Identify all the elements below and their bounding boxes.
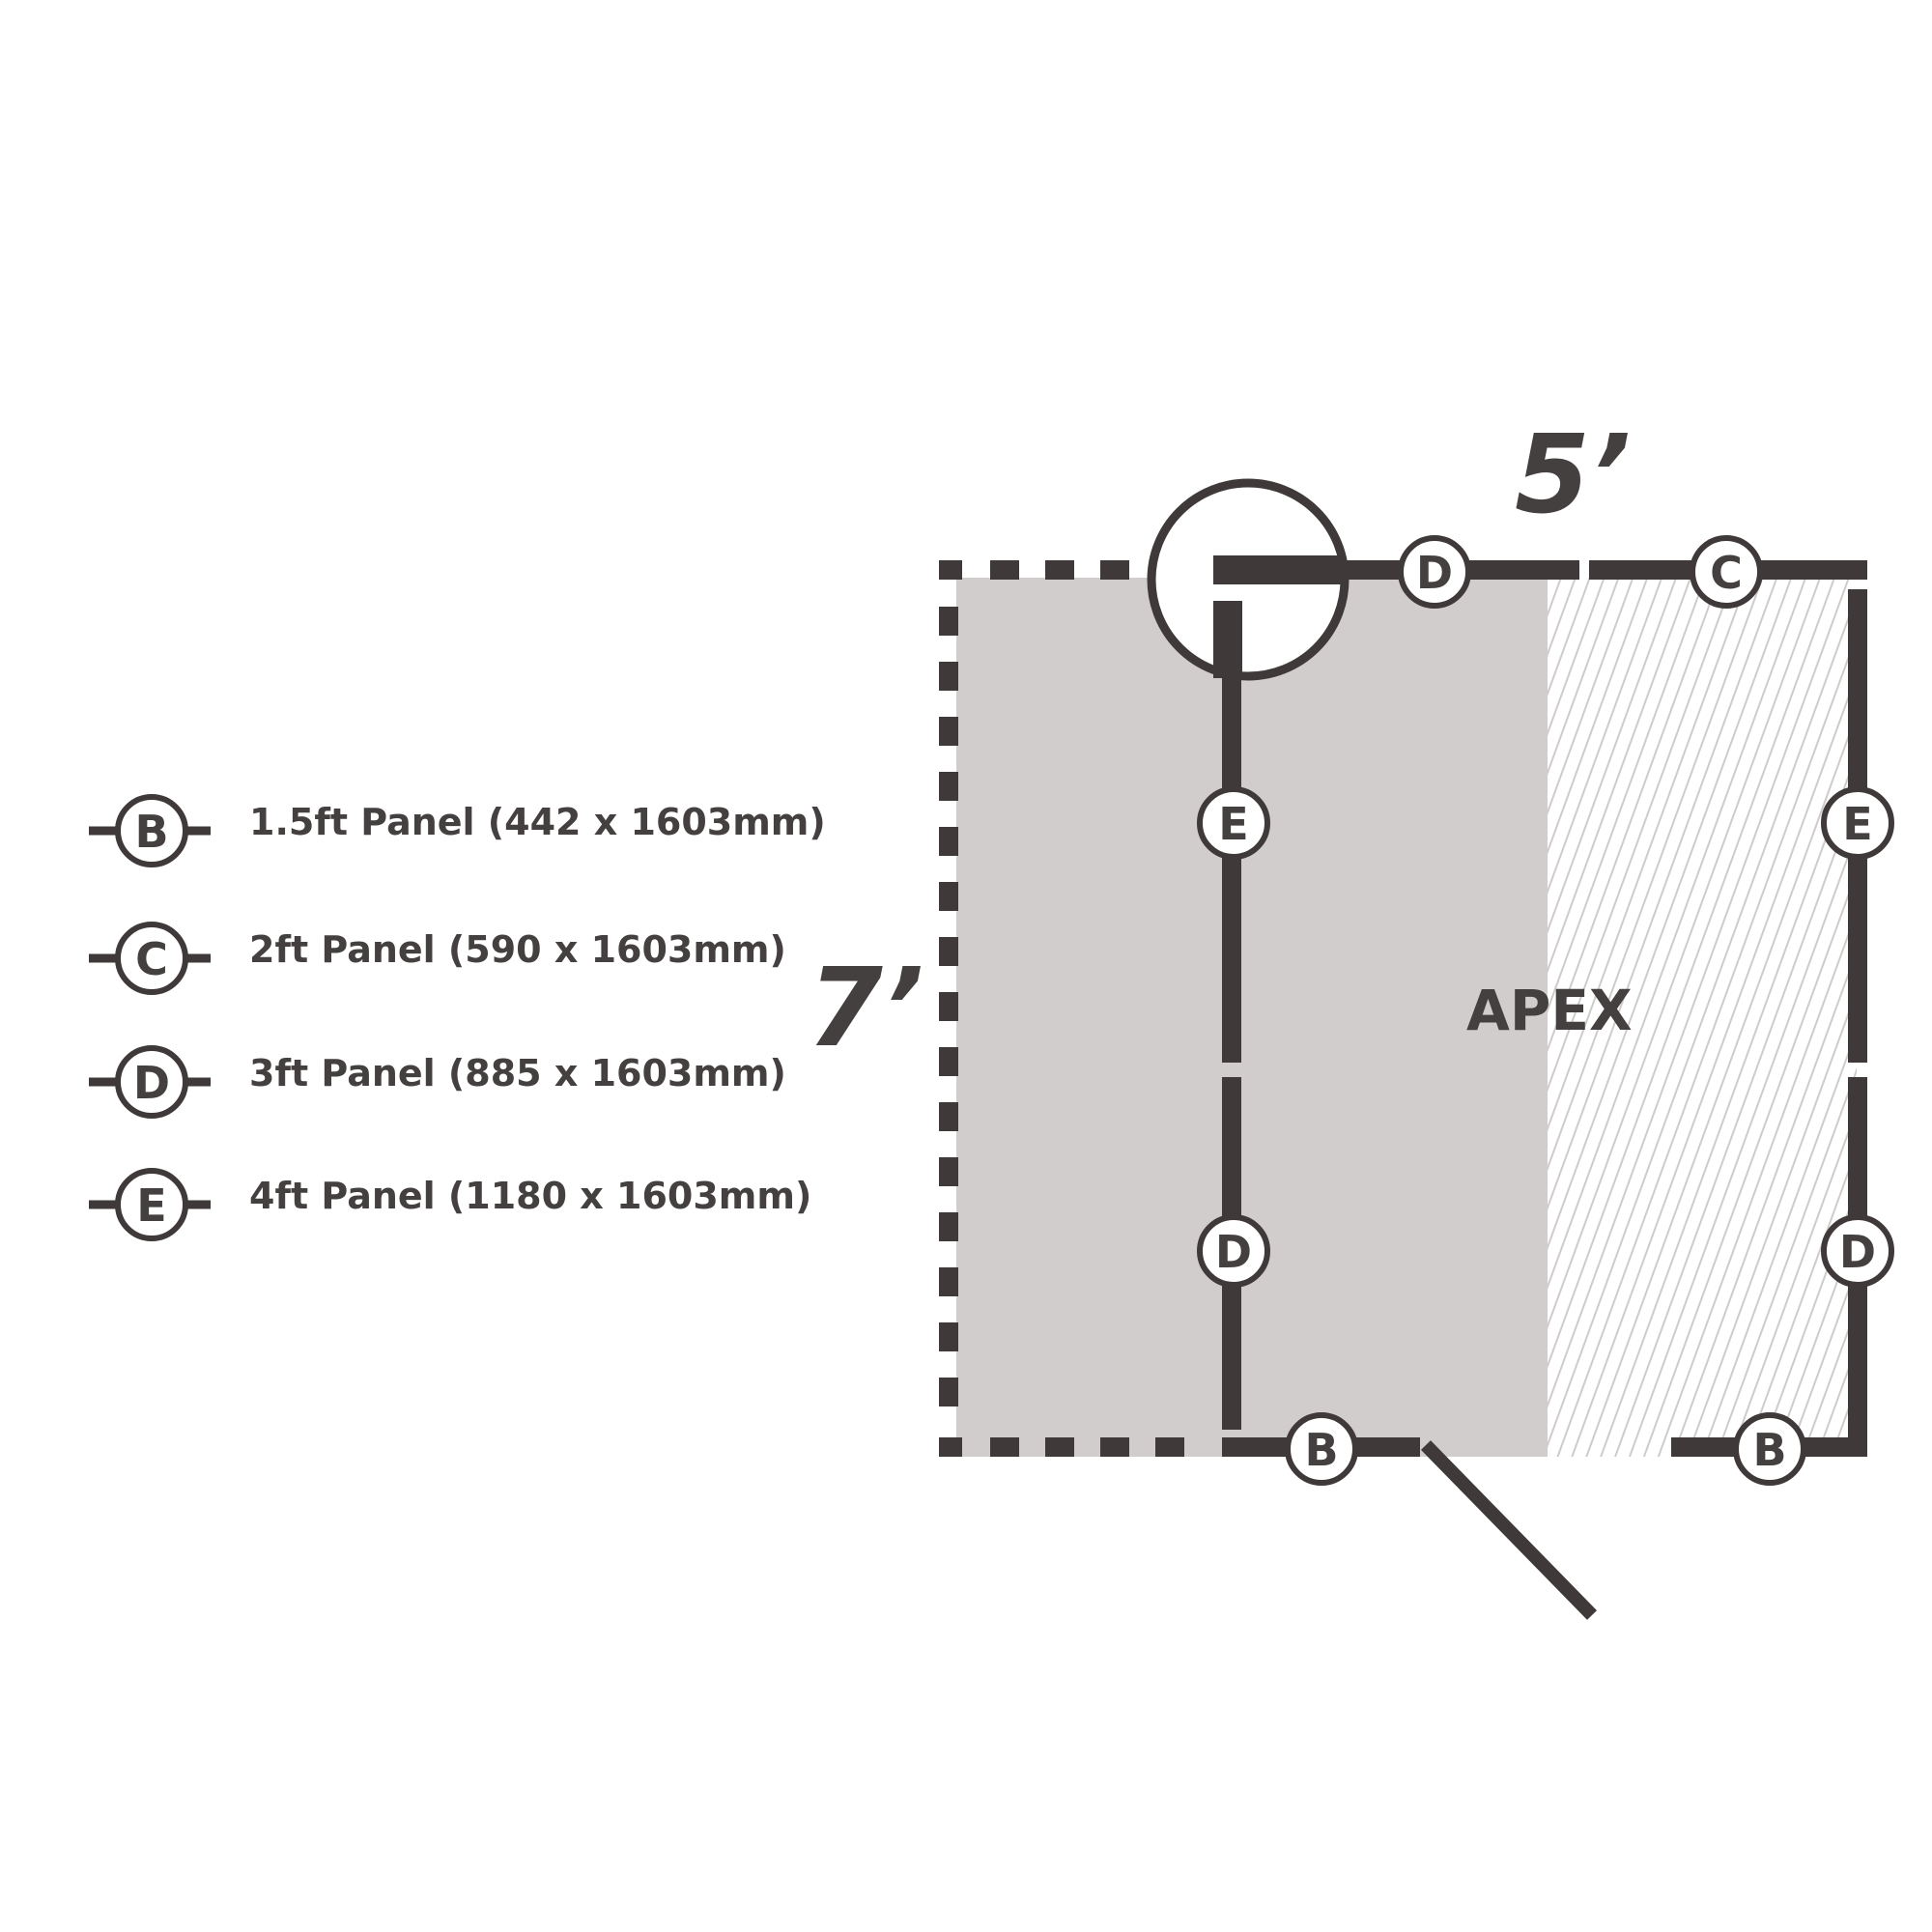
legend-item-e: E 4ft Panel (1180 x 1603mm) <box>89 1168 811 1241</box>
corner-detail-icon <box>1147 478 1350 681</box>
door-swing-icon <box>1420 1440 1598 1620</box>
legend-item-c: C 2ft Panel (590 x 1603mm) <box>89 922 786 995</box>
badge-right-e: E <box>1821 786 1894 860</box>
dashed-wall <box>939 560 1184 1457</box>
badge-middle-e: E <box>1197 786 1270 860</box>
badge-right-d: D <box>1821 1214 1894 1288</box>
svg-text:B: B <box>1304 1424 1338 1476</box>
legend-badge-b: B <box>134 806 168 858</box>
legend-item-d: D 3ft Panel (885 x 1603mm) <box>89 1045 786 1119</box>
svg-text:E: E <box>1218 798 1248 850</box>
floor-area-gray <box>956 578 1548 1457</box>
svg-text:E: E <box>1842 798 1872 850</box>
svg-text:D: D <box>1839 1226 1876 1278</box>
legend-badge-d: D <box>133 1057 170 1109</box>
legend: B 1.5ft Panel (442 x 1603mm) C 2ft Panel… <box>89 794 826 1241</box>
svg-text:C: C <box>1710 547 1743 599</box>
svg-text:B: B <box>1752 1424 1786 1476</box>
legend-badge-c: C <box>135 933 168 985</box>
legend-label-c: 2ft Panel (590 x 1603mm) <box>249 928 786 971</box>
badge-bottom-b-right: B <box>1733 1412 1806 1486</box>
legend-label-d: 3ft Panel (885 x 1603mm) <box>249 1052 786 1094</box>
depth-dimension-label: 7’ <box>808 946 923 1071</box>
apex-label: APEX <box>1466 978 1633 1043</box>
floor-area-hatched <box>1548 578 1857 1457</box>
badge-bottom-b-left: B <box>1285 1412 1358 1486</box>
badge-top-d: D <box>1398 535 1471 609</box>
badge-top-c: C <box>1690 535 1763 609</box>
badge-middle-d: D <box>1197 1214 1270 1288</box>
legend-label-e: 4ft Panel (1180 x 1603mm) <box>249 1175 811 1217</box>
width-dimension-label: 5’ <box>1515 412 1631 538</box>
legend-label-b: 1.5ft Panel (442 x 1603mm) <box>249 801 826 843</box>
svg-text:D: D <box>1416 547 1453 599</box>
legend-badge-e: E <box>136 1179 166 1232</box>
legend-item-b: B 1.5ft Panel (442 x 1603mm) <box>89 794 826 867</box>
svg-text:D: D <box>1215 1226 1252 1278</box>
